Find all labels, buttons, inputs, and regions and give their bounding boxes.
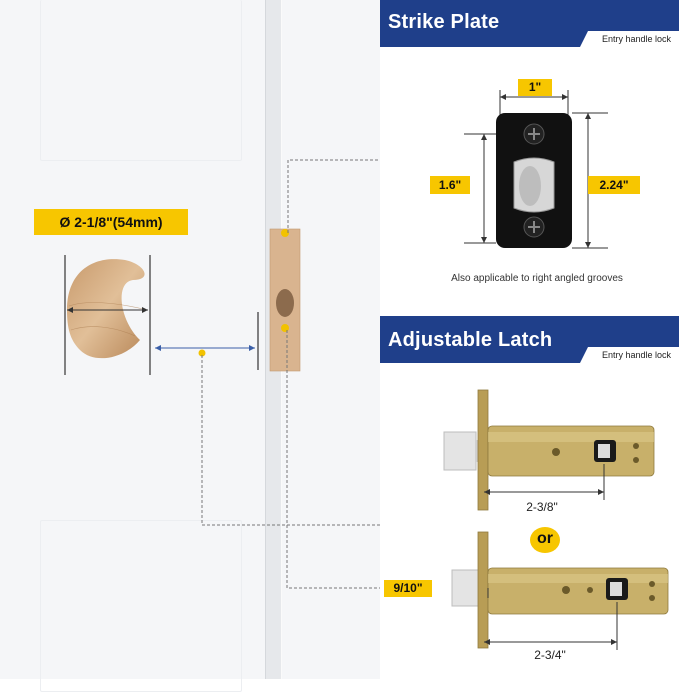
latch-backset-text: 9/10" xyxy=(393,581,423,595)
strike-width-text: 1" xyxy=(528,80,542,94)
door-edge-bore-block xyxy=(269,228,301,372)
strike-note: Also applicable to right angled grooves xyxy=(451,273,623,284)
latch-title: Adjustable Latch xyxy=(388,329,553,351)
bore-diameter-label: Ø 2-1/8"(54mm) xyxy=(34,209,188,235)
strike-height-left-text: 1.6" xyxy=(438,178,462,192)
strike-plate-banner: Strike Plate Entry handle lock xyxy=(380,0,679,47)
latch-long-diagram xyxy=(451,531,669,650)
strike-plate-title: Strike Plate xyxy=(388,11,500,33)
latch-long-length-label: 2-3/4" xyxy=(534,648,566,662)
latch-short-length-label: 2-3/8" xyxy=(526,500,558,514)
latch-banner: Adjustable Latch Entry handle lock xyxy=(380,316,679,363)
strike-height-left-label: 1.6" xyxy=(430,176,470,194)
bore-diameter-text: Ø 2-1/8"(54mm) xyxy=(59,214,163,230)
or-badge: or xyxy=(530,527,560,553)
strike-height-right-text: 2.24" xyxy=(599,178,629,192)
bore-hole-diagram xyxy=(64,255,259,375)
door-panel-top xyxy=(40,0,242,161)
latch-backset-label: 9/10" xyxy=(384,580,432,597)
strike-plate-tag: Entry handle lock xyxy=(579,31,679,47)
latch-tag: Entry handle lock xyxy=(579,347,679,363)
strike-height-right-label: 2.24" xyxy=(588,176,640,194)
leader-lines xyxy=(201,157,391,589)
latch-short-diagram xyxy=(443,389,655,511)
strike-width-label: 1" xyxy=(518,79,552,96)
door-background xyxy=(0,0,380,679)
strike-plate-diagram xyxy=(464,90,608,249)
or-text: or xyxy=(537,530,553,547)
